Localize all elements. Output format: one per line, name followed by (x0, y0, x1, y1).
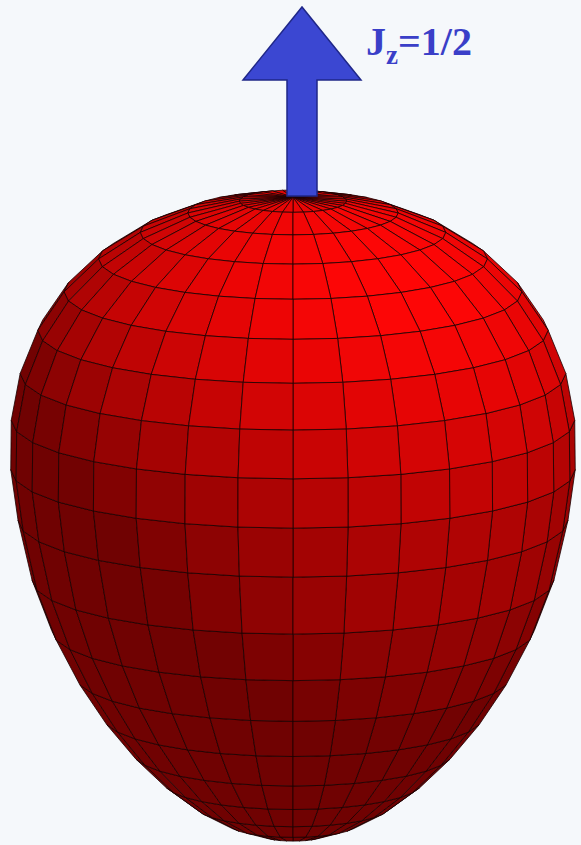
surface-facet (94, 414, 142, 469)
surface-facet (398, 518, 450, 573)
label-value: =1/2 (398, 19, 472, 64)
surface-facet (293, 197, 303, 212)
surface-facet (347, 524, 401, 576)
surface-facet (283, 197, 293, 212)
surface-facet (391, 374, 445, 425)
surface-facet (263, 234, 293, 264)
surface-facet (331, 296, 381, 338)
surface-facet (492, 453, 527, 511)
surface-facet (242, 633, 293, 681)
surface-facet (293, 826, 312, 837)
surface-facet (185, 426, 240, 478)
surface-facet (238, 429, 293, 479)
surface-facet (148, 625, 201, 677)
surface-facet (136, 421, 188, 475)
surface-facet (293, 382, 346, 430)
surface-facet (348, 474, 401, 527)
surface-facet (136, 518, 188, 573)
surface-facet (340, 630, 393, 680)
surface-facet (238, 527, 293, 577)
surface-facet (136, 469, 185, 524)
surface-facet (201, 677, 251, 721)
surface-facet (293, 576, 347, 634)
surface-facet (255, 264, 293, 300)
spin-label: Jz=1/2 (366, 22, 472, 69)
surface-facet (293, 809, 318, 827)
surface-facet (141, 374, 195, 425)
surface-facet (293, 234, 323, 264)
surface-facet (59, 405, 100, 462)
surface-facet (93, 462, 136, 519)
surface-facet (140, 568, 193, 630)
surface-facet (238, 478, 293, 528)
surface-facet (344, 573, 398, 633)
surface-facet (251, 720, 293, 756)
surface-facet (385, 625, 438, 677)
surface-facet (274, 826, 293, 837)
surface-facet (338, 336, 391, 383)
surface-facet (58, 453, 93, 511)
surface-facet (335, 677, 385, 721)
nucleon-surface (11, 190, 575, 841)
surface-facet (272, 212, 293, 235)
surface-facet (293, 197, 314, 212)
surface-facet (93, 511, 140, 568)
surface-facet (272, 197, 293, 212)
surface-facet (262, 785, 293, 809)
surface-facet (293, 197, 323, 211)
surface-facet (293, 478, 348, 528)
surface-facet (446, 511, 493, 568)
surface-facet (293, 680, 340, 722)
label-symbol: J (366, 19, 386, 64)
surface-facet (324, 754, 365, 786)
surface-facet (256, 756, 293, 786)
surface-facet (450, 462, 493, 519)
surface-facet (346, 426, 401, 478)
surface-facet (189, 379, 244, 429)
surface-facet (205, 296, 255, 338)
surface-facet (263, 197, 293, 211)
surface-facet (445, 414, 493, 469)
surface-facet (185, 524, 239, 576)
surface-facet (293, 429, 348, 479)
surface-facet (393, 568, 446, 630)
surface-facet (239, 576, 293, 634)
surface-facet (293, 338, 343, 383)
surface-facet (195, 336, 248, 383)
surface-facet (210, 718, 256, 756)
surface-facet (293, 633, 344, 681)
surface-facet (248, 298, 293, 339)
surface-facet (293, 756, 330, 786)
surface-facet (220, 754, 261, 786)
surface-facet (397, 421, 449, 475)
surface-facet (343, 379, 398, 429)
surface-facet (243, 338, 293, 383)
surface-facet (293, 527, 348, 577)
surface-facet (293, 264, 331, 300)
surface-facet (193, 630, 246, 680)
surface-facet (188, 573, 242, 633)
surface-facet (293, 785, 324, 809)
surface-facet (268, 809, 293, 827)
surface-facet (330, 718, 376, 756)
surface-facet (293, 212, 314, 235)
surface-facet (293, 298, 338, 339)
label-subscript: z (386, 40, 398, 70)
surface-facet (185, 474, 238, 527)
surface-facet (246, 680, 293, 722)
surface-facet (240, 382, 293, 430)
surface-facet (401, 469, 450, 524)
surface-facet (486, 405, 527, 462)
spin-arrow (243, 7, 361, 196)
surface-facet (293, 720, 335, 756)
